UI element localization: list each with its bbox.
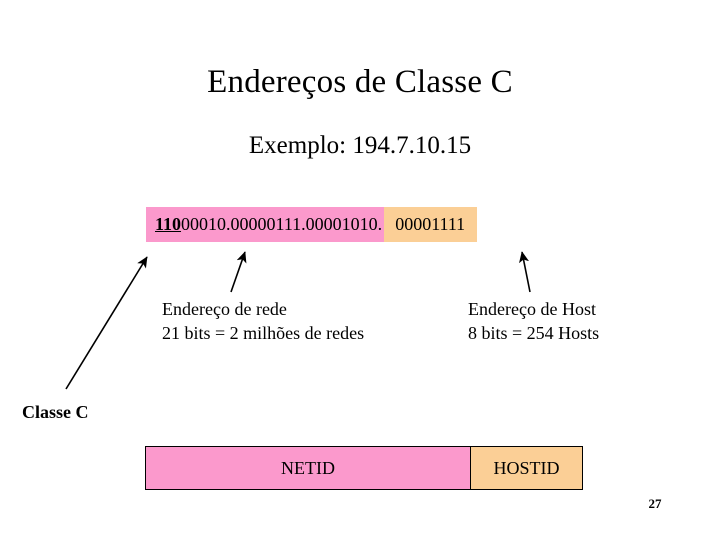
arrow-classe-to-bar (65, 256, 148, 390)
binary-host-bits: 00001111 (395, 214, 466, 234)
arrow-network-desc-to-bar (230, 251, 247, 293)
network-description: Endereço de rede 21 bits = 2 milhões de … (162, 297, 364, 345)
arrow-host-desc-to-bar (519, 251, 531, 293)
hostid-label: HOSTID (493, 458, 560, 478)
binary-class-prefix: 110 (155, 214, 182, 234)
binary-network-rest: 00010.00000111.00001010. (181, 214, 383, 234)
network-description-line1: Endereço de rede (162, 299, 287, 319)
page-number: 27 (648, 496, 662, 511)
binary-host-segment: 00001111 (384, 207, 478, 242)
network-description-line2: 21 bits = 2 milhões de redes (162, 323, 365, 343)
page-title: Endereços de Classe C (207, 64, 513, 100)
netid-hostid-bar: NETID HOSTID (145, 446, 583, 490)
class-row-label: Classe C (22, 402, 89, 422)
netid-cell: NETID (145, 446, 471, 490)
host-description-line1: Endereço de Host (468, 299, 596, 319)
host-description: Endereço de Host 8 bits = 254 Hosts (468, 297, 599, 345)
page-subtitle: Exemplo: 194.7.10.15 (248, 132, 472, 159)
netid-label: NETID (281, 458, 335, 478)
host-description-line2: 8 bits = 254 Hosts (468, 323, 600, 343)
hostid-cell: HOSTID (471, 446, 583, 490)
